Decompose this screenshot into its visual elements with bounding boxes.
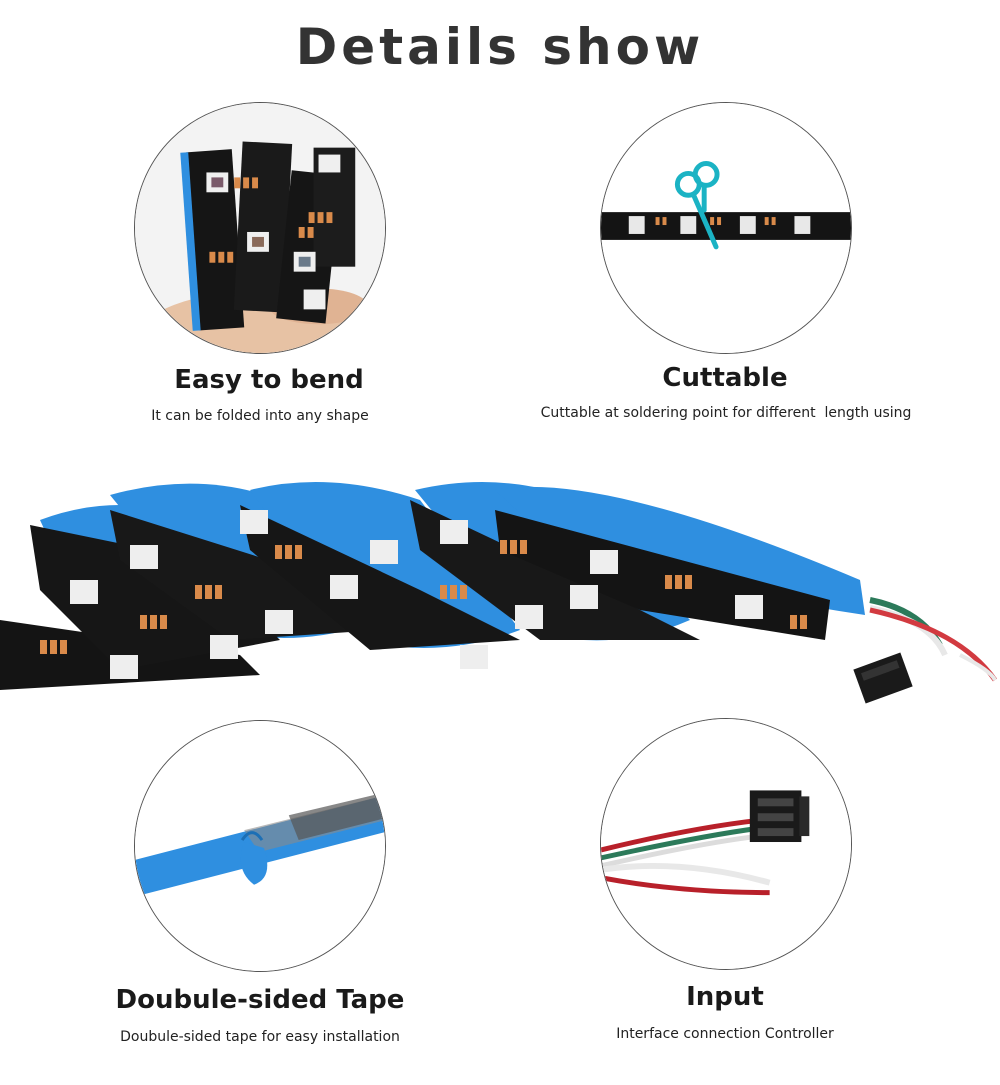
- tape-illustration: [135, 721, 385, 971]
- feature-desc-tape: Doubule-sided tape for easy installation: [120, 1029, 400, 1045]
- scissors-icon: [674, 161, 720, 250]
- feature-desc-input: Interface connection Controller: [616, 1026, 834, 1042]
- feature-title-input: Input: [686, 982, 764, 1012]
- feature-desc-cut: Cuttable at soldering point for differen…: [540, 405, 912, 421]
- input-wires-illustration: [601, 719, 851, 969]
- cut-photo-circle: [600, 102, 852, 354]
- connector-icon: [853, 652, 913, 704]
- page-title: Details show: [295, 18, 705, 76]
- feature-title-cut: Cuttable: [662, 363, 788, 393]
- cut-strip-illustration: [601, 103, 851, 353]
- bent-strip-illustration: [135, 103, 385, 353]
- feature-title-bend: Easy to bend: [174, 365, 364, 395]
- input-photo-circle: [600, 718, 852, 970]
- bend-photo-circle: [134, 102, 386, 354]
- tape-photo-circle: [134, 720, 386, 972]
- feature-desc-bend: It can be folded into any shape: [151, 408, 369, 424]
- connector-icon: [749, 790, 810, 843]
- feature-title-tape: Doubule-sided Tape: [115, 985, 405, 1015]
- led-strip-coil-photo: [0, 470, 1000, 730]
- coiled-strip-illustration: [0, 482, 998, 704]
